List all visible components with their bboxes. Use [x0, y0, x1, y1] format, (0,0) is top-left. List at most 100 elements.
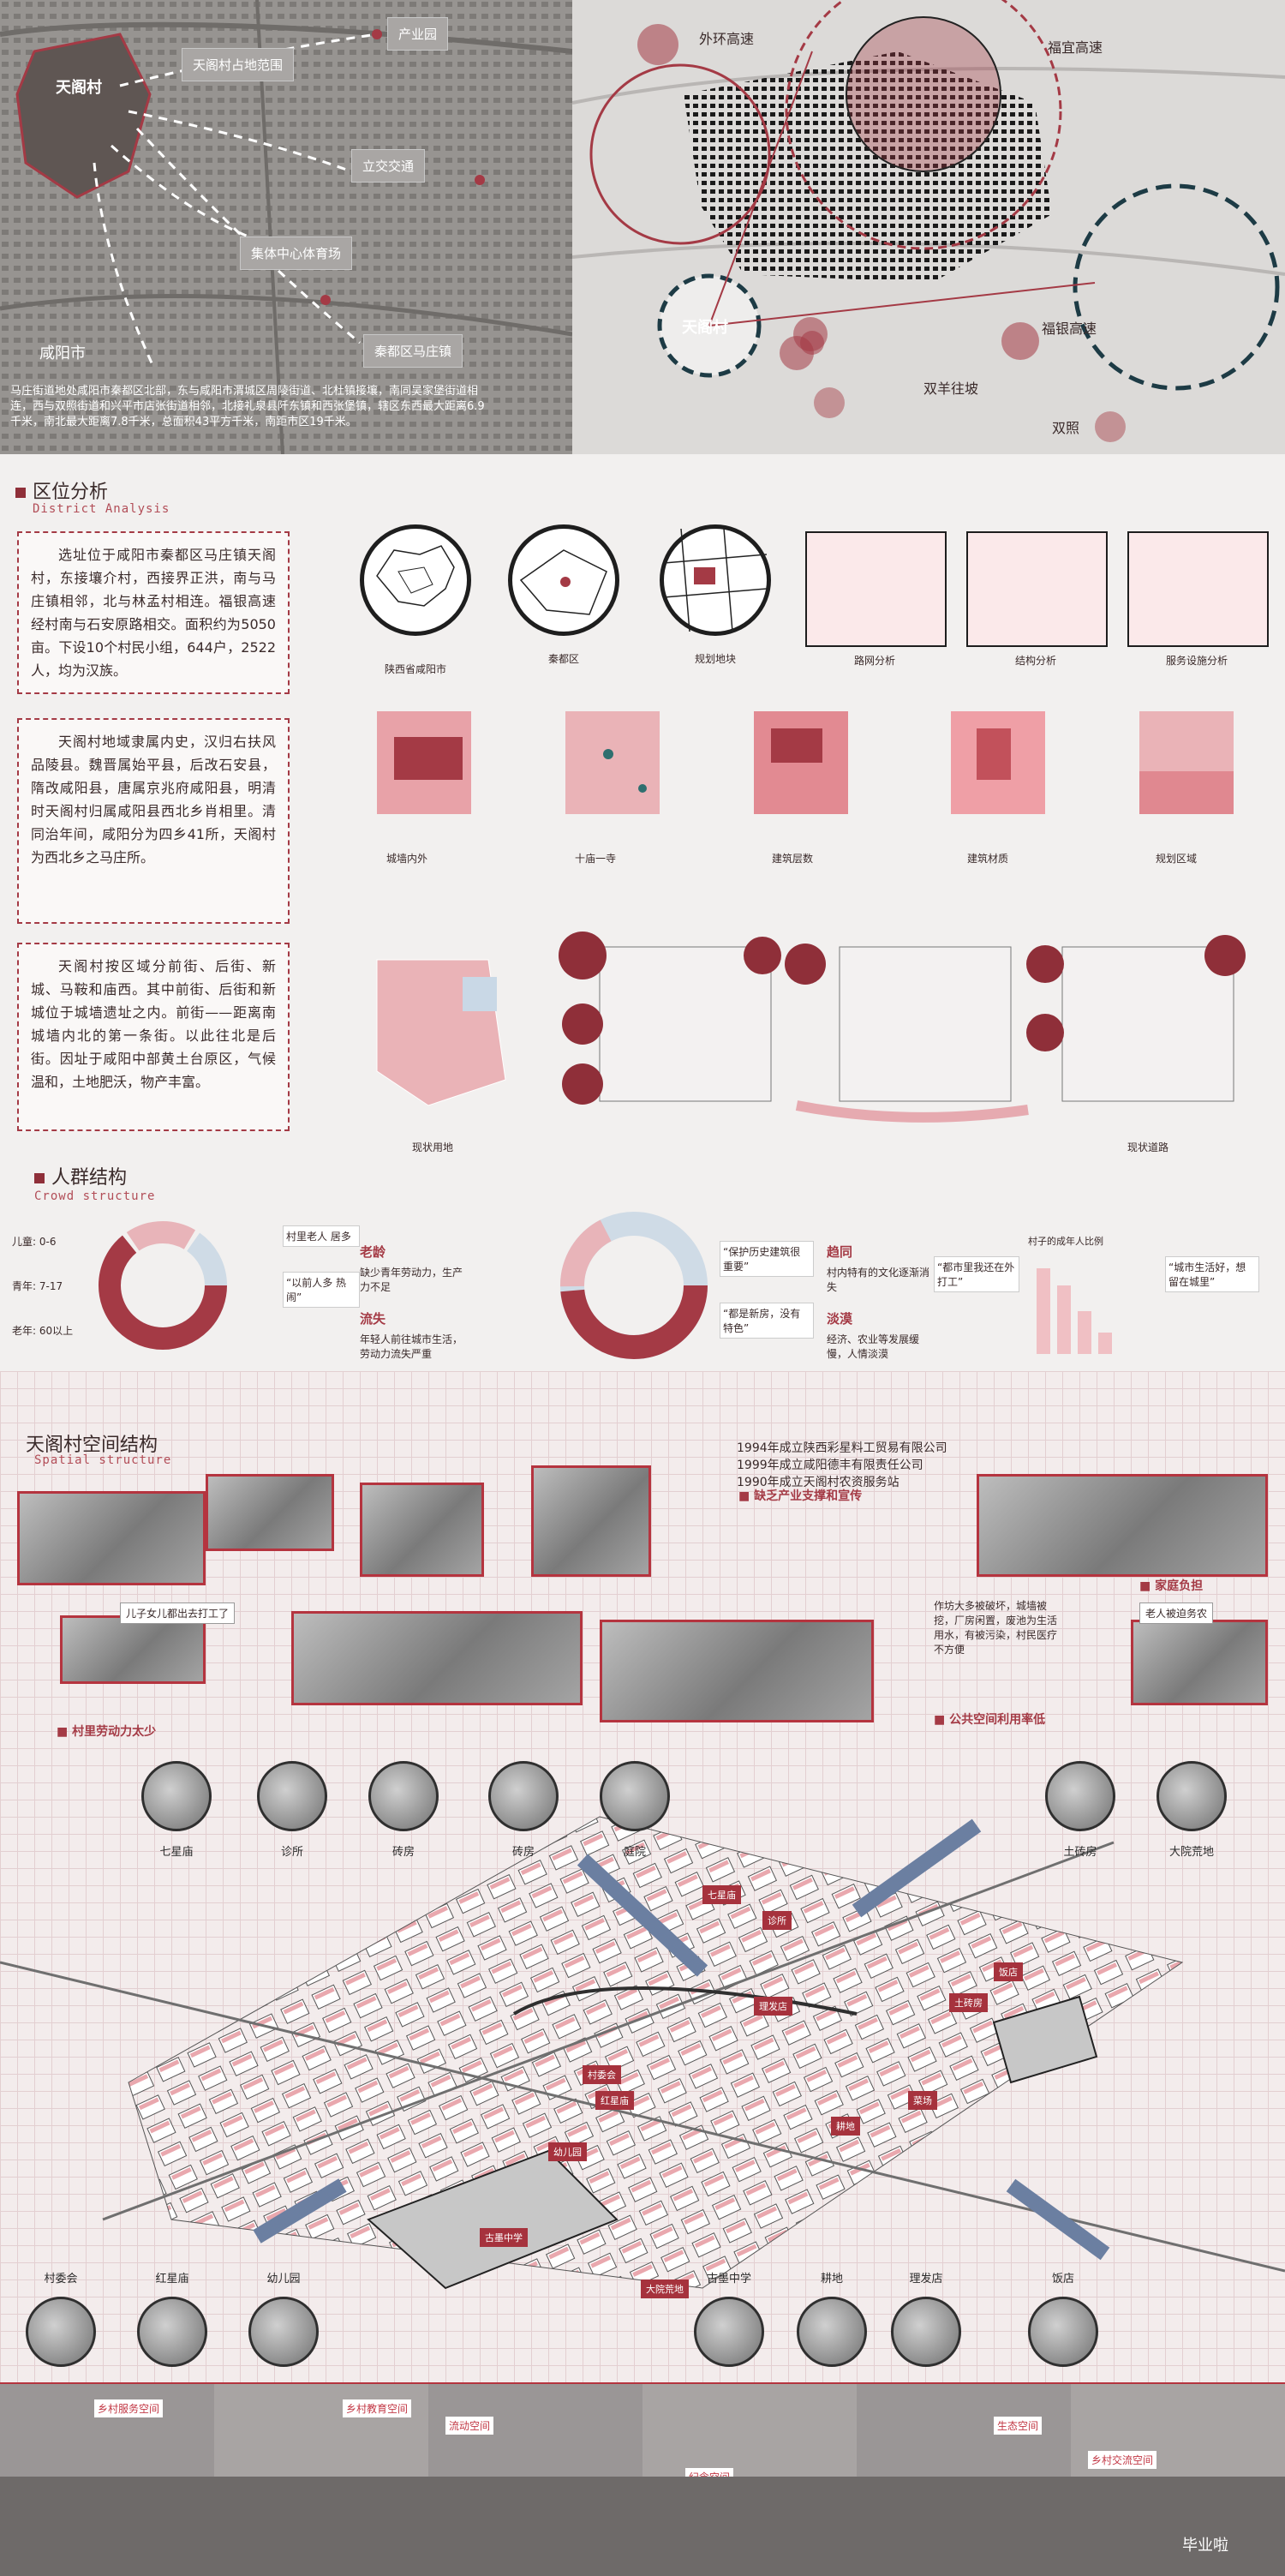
strip-education: [214, 2382, 428, 2477]
label-tiange: 天阁村: [682, 319, 728, 337]
label-outer-ring: 外环高速: [699, 31, 755, 47]
bar-chart-title: 村子的成年人比例: [1028, 1236, 1103, 1247]
quote-2: “以前人多 热闹”: [283, 1272, 360, 1308]
issue-public: ■ 公共空间利用率低: [934, 1713, 1046, 1727]
photo-restaurant: [1028, 2297, 1098, 2367]
strip-label-ecology: 生态空间: [994, 2417, 1043, 2435]
point-apathy-text: 经济、农业等发展缓慢，人情淡漠: [827, 1333, 920, 1360]
district-title: 区位分析: [15, 476, 108, 504]
family-note: 老人被迫务农: [1139, 1603, 1214, 1624]
label-roads: 现状道路: [1127, 1141, 1168, 1153]
tag-stadium: 集体中心体育场: [240, 237, 353, 270]
quote-3: “保护历史建筑很重要”: [720, 1241, 814, 1277]
district-subtitle: District Analysis: [33, 502, 170, 516]
lbl-brick-2: 砖房: [511, 1846, 535, 1859]
label-fuyi-highway: 福宜高速: [1048, 39, 1103, 56]
photo-street-4: [531, 1465, 651, 1577]
issue-labor: ■ 村里劳动力太少: [57, 1725, 157, 1739]
temples-map: [565, 711, 660, 814]
photo-school: [694, 2297, 764, 2367]
label-qindu: 秦都区: [547, 653, 579, 665]
regional-map: [572, 0, 1285, 442]
strip-label-service: 乡村服务空间: [94, 2399, 164, 2417]
photo-barber: [891, 2297, 961, 2367]
tag-industrial-park: 产业园: [387, 17, 449, 51]
map-tag-school: 古墨中学: [480, 2228, 528, 2247]
photo-kindergarten: [248, 2297, 319, 2367]
label-planning: 规划区域: [1155, 853, 1197, 865]
quote-6: “城市生活好，想留在城里”: [1165, 1256, 1259, 1292]
company-3: 1990年成立天阁村农资服务站: [737, 1476, 900, 1489]
label-fuyin-highway: 福银高速: [1042, 321, 1097, 337]
point-loss-text: 年轻人前往城市生活，劳动力流失严重: [360, 1333, 463, 1360]
lbl-yard: 大院荒地: [1168, 1846, 1214, 1859]
company-list: 1994年成立陕西彩星料工贸易有限公司 1999年成立咸阳德丰有限责任公司 19…: [737, 1440, 947, 1491]
label-materials: 建筑材质: [966, 853, 1008, 865]
adult-ratio-bars: [1037, 1268, 1112, 1354]
photo-street-1: [17, 1491, 206, 1585]
photo-brick-house-1: [368, 1761, 439, 1831]
strip-memorial: [642, 2382, 857, 2477]
strip-label-exchange: 乡村交流空间: [1088, 2451, 1157, 2469]
map-tag-earth-house: 土砖房: [949, 1993, 988, 2012]
planning-map: [1139, 711, 1234, 814]
district-para-3: 天阁村按区域分前街、后街、新城、马鞍和庙西。其中前街、后街和新城位于城墙遗址之内…: [17, 943, 290, 1131]
crowd-donut-2: [560, 1212, 708, 1359]
lbl-courtyard: 庭院: [623, 1846, 646, 1859]
photo-workers: [60, 1615, 206, 1684]
photo-street-2: [206, 1474, 334, 1551]
tag-village-area: 天阁村占地范围: [182, 48, 295, 81]
issue-industry: ■ 缺乏产业支撑和宣传: [738, 1489, 863, 1503]
label-floors: 建筑层数: [771, 853, 813, 865]
photo-earth-house: [1045, 1761, 1115, 1831]
lbl-qixing: 七星庙: [159, 1846, 194, 1859]
province-circle: [360, 524, 471, 636]
crowd-subtitle: Crowd structure: [34, 1189, 156, 1203]
label-road: 路网分析: [853, 655, 895, 667]
floors-map: [754, 711, 848, 814]
lbl-school: 古墨中学: [706, 2273, 751, 2285]
strip-service: [0, 2382, 214, 2477]
label-shuangzhao: 双照: [1052, 420, 1080, 436]
spatial-title: 天阁村空间结构: [26, 1435, 158, 1456]
map-tag-kindergarten: 幼儿园: [548, 2142, 587, 2161]
lbl-barber: 理发店: [909, 2273, 943, 2285]
road-maps: [559, 932, 1246, 1123]
age-elder: 老年: 60以上: [12, 1325, 74, 1337]
lbl-restaurant: 饭店: [1051, 2273, 1074, 2285]
plot-circle: [660, 524, 771, 636]
district-outline: [519, 549, 607, 615]
photo-street-3: [360, 1483, 484, 1577]
label-temples: 十庙一寺: [574, 853, 616, 865]
photo-market: [977, 1474, 1268, 1577]
lbl-brick-1: 砖房: [391, 1846, 415, 1859]
plot-outline: [663, 528, 768, 632]
label-services: 服务设施分析: [1165, 655, 1228, 667]
materials-map: [951, 711, 1045, 814]
landuse-map: [376, 959, 506, 1106]
label-shaanxi: 陕西省咸阳市: [384, 663, 446, 675]
point-converge-text: 村内特有的文化逐渐消失: [827, 1267, 930, 1293]
wall-map: [377, 711, 471, 814]
photo-committee: [26, 2297, 96, 2367]
city-label: 咸阳市: [39, 344, 86, 362]
label-structure: 结构分析: [1014, 655, 1056, 667]
lbl-earth: 土砖房: [1063, 1846, 1097, 1859]
label-landuse: 现状用地: [411, 1141, 453, 1153]
map-tag-yard: 大院荒地: [641, 2279, 689, 2298]
village-label: 天阁村: [56, 79, 102, 97]
point-aging-title: 老龄: [360, 1244, 386, 1260]
photo-public: [600, 1620, 874, 1722]
map-tag-barber: 理发店: [754, 1997, 792, 2016]
top-right-map: 外环高速 福宜高速 天阁村 福银高速 双羊往坡 双照: [572, 0, 1285, 454]
district-circle: [508, 524, 619, 636]
district-para-2: 天阁村地域隶属内史，汉归右扶风品陵县。魏晋属始平县，后改石安县，隋改咸阳县，唐属…: [17, 718, 290, 924]
map-tag-farmland: 耕地: [831, 2117, 860, 2136]
worker-note: 儿子女儿都出去打工了: [120, 1603, 236, 1624]
label-wall: 城墙内外: [386, 853, 427, 865]
company-1: 1994年成立陕西彩星料工贸易有限公司: [737, 1441, 947, 1455]
label-shuangyang: 双羊往坡: [923, 380, 979, 397]
lbl-hongxing: 红星庙: [155, 2273, 189, 2285]
age-youth: 青年: 7-17: [12, 1280, 63, 1292]
age-child: 儿童: 0-6: [12, 1236, 57, 1248]
